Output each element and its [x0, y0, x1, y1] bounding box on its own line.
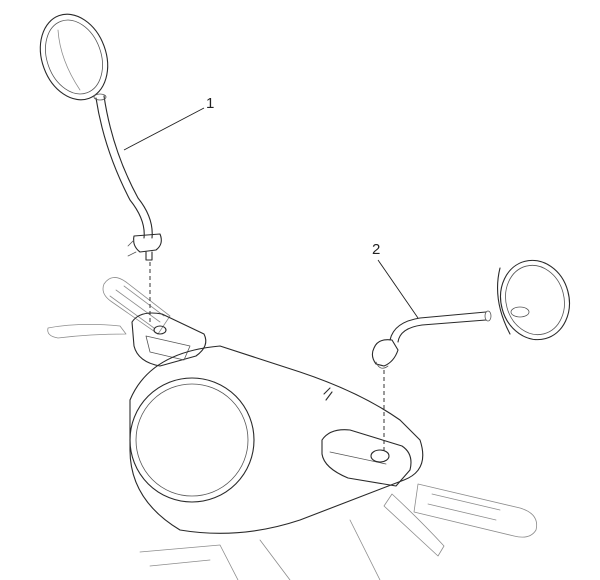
callout-2: 2 [372, 241, 380, 258]
mirror-left-head [39, 13, 109, 101]
mirror-right-stem [389, 310, 492, 343]
leader-line-2 [377, 259, 419, 319]
mirror-right [371, 259, 570, 369]
mirror-left-mount [127, 233, 162, 261]
mirror-right-mount [371, 339, 399, 369]
mirror-right-head [497, 259, 570, 341]
mirror-left-stem [93, 93, 153, 239]
handlebar-assembly [47, 277, 538, 580]
mirror-left [39, 13, 162, 261]
callout-1: 1 [206, 95, 214, 112]
leader-line-1 [123, 107, 205, 151]
